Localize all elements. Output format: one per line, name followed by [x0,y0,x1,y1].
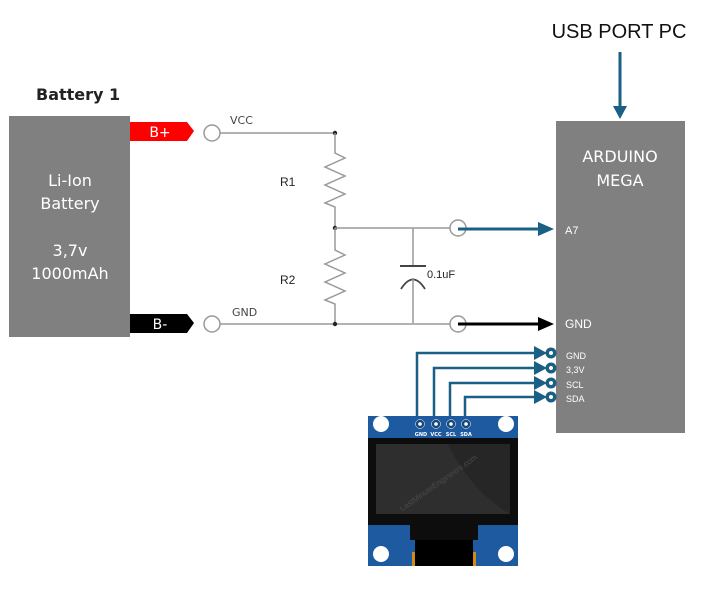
oled-sda-arrow-icon [534,390,547,404]
oled-arrows [534,346,547,404]
oled-header-pins [415,419,471,429]
r2-resistor [323,228,347,323]
oled-sda-wire [463,395,540,422]
gnd-terminal [203,315,221,333]
battery-heading: Battery 1 [36,85,120,104]
oled-vcc-arrow-icon [534,361,547,375]
arduino-title-line2: MEGA [596,171,643,190]
capacitor-label: 0.1uF [427,269,455,281]
vcc-terminal [203,124,221,142]
oled-module: GND VCC SCL SDA LastMinuteEngineers.com [368,416,518,566]
oled-mount-hole-br [498,546,514,562]
oled-wires [415,351,540,422]
oled-mount-hole-bl [373,546,389,562]
oled-scl-wire [448,381,540,422]
r1-resistor [323,133,347,228]
r2-label: R2 [280,273,296,287]
pin-sda-label: SDA [566,394,585,404]
vcc-label: VCC [230,114,253,127]
arduino-box [556,121,685,433]
battery-type-line2: Battery [40,194,99,213]
battery-box [9,116,130,337]
usb-arrow-icon [613,106,627,119]
arduino-title-line1: ARDUINO [582,147,657,166]
oled-gnd-wire [415,351,540,422]
gnd-junction [332,321,338,327]
battery-negative-label: B- [153,317,168,333]
battery-positive-tag [130,122,194,141]
oled-pin-sda-label: SDA [460,432,472,438]
oled-ribbon-edge-left [412,552,415,566]
oled-mount-hole-tl [373,416,389,432]
pin-a7-label: A7 [565,225,578,237]
oled-vcc-wire [432,366,540,422]
pin-gnd-label: GND [565,317,592,331]
oled-ribbon [415,540,473,566]
oled-mount-hole-tr [498,416,514,432]
pin-scl-label: SCL [566,380,584,390]
oled-scl-arrow-icon [534,376,547,390]
oled-screen-glare [448,444,510,514]
arduino-oled-pin-dots [545,347,557,403]
oled-ribbon-edge-right [473,552,476,566]
usb-port-label: USB PORT PC [552,21,687,43]
oled-pin-gnd-label: GND [415,432,427,438]
oled-pin-vcc-label: VCC [430,432,442,438]
gnd-label: GND [232,306,257,319]
oled-gnd-arrow-icon [534,346,547,360]
pin-3v3-label: 3,3V [566,365,585,375]
r1-label: R1 [280,175,296,189]
battery-voltage: 3,7v [53,241,88,260]
a7-arrow-icon [538,222,554,236]
oled-ribbon-bezel [410,524,478,540]
battery-type-line1: Li-Ion [48,171,92,190]
oled-pin-scl-label: SCL [446,432,457,438]
battery-capacity: 1000mAh [31,264,108,283]
pin-oled-gnd-label: GND [566,351,587,361]
battery-positive-label: B+ [149,125,170,141]
gnd-arrow-icon [538,317,554,331]
battery-negative-tag [130,314,194,333]
